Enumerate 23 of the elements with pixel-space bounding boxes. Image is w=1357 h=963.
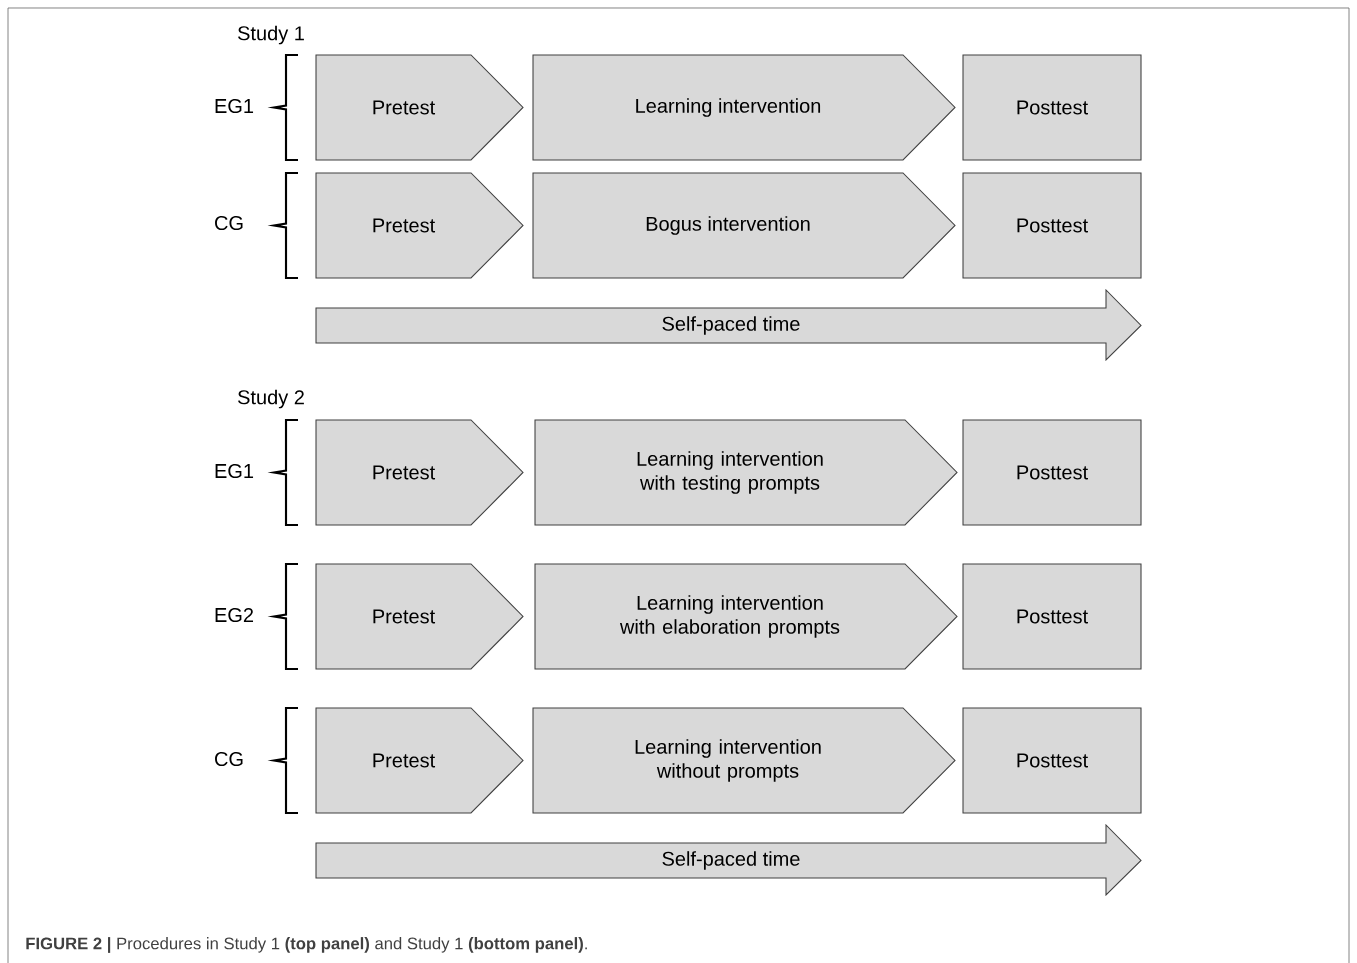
chevron-box: Pretest <box>315 707 524 814</box>
chevron-box: Pretest <box>315 172 524 279</box>
group-label: CG <box>215 751 243 767</box>
chevron-box: Pretest <box>315 419 524 526</box>
group-label: EG1 <box>215 98 254 114</box>
chevron-box: Learning intervention <box>532 54 956 161</box>
chevron-box: Learning intervention without prompts <box>532 707 956 814</box>
panel-title: Study 2 <box>238 389 304 409</box>
process-box: Posttest <box>962 707 1142 814</box>
chevron-box: Learning intervention with elaboration prompts <box>534 563 958 670</box>
chevron-box: Pretest <box>315 563 524 670</box>
chevron-box: Learning intervention with testing prompts <box>534 419 958 526</box>
group-label: EG2 <box>215 607 253 623</box>
chevron-box: Bogus intervention <box>532 172 956 279</box>
process-box: Posttest <box>962 419 1142 526</box>
group-label: CG <box>215 215 243 231</box>
figure-caption: FIGURE 2 | Procedures in Study 1 (top panel) and Study 1 (bottom panel). <box>26 937 587 953</box>
group-label: EG1 <box>215 463 254 479</box>
chevron-box: Pretest <box>315 54 524 161</box>
process-box: Posttest <box>962 54 1142 161</box>
process-box: Posttest <box>962 172 1142 279</box>
process-box: Posttest <box>962 563 1142 670</box>
panel-title: Study 1 <box>238 25 304 45</box>
